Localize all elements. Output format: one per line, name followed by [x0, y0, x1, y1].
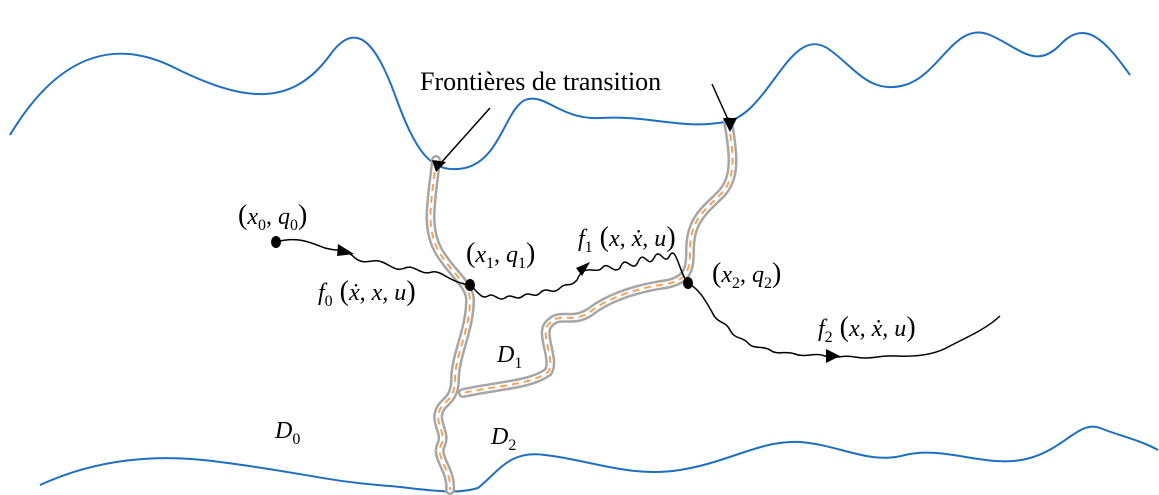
state-points: [271, 236, 693, 291]
transition-channels: [425, 117, 738, 495]
state-label-0: (x0, q0): [238, 200, 307, 234]
top-domain-boundary: [9, 31, 1131, 171]
title-pointers: [439, 83, 731, 165]
arrowhead-f2: [826, 349, 840, 363]
trajectory-segment-2: [687, 282, 1001, 359]
state-label-1: (x1, q1): [466, 238, 535, 272]
transition-channel-left: [425, 155, 476, 495]
pointer-line-right: [711, 83, 731, 125]
arrowhead-f0: [337, 244, 354, 256]
state-point-0: [271, 236, 281, 248]
domain-label-0: D0: [274, 418, 300, 448]
pointer-line-left: [439, 107, 491, 165]
state-point-2: [683, 277, 693, 289]
trajectory-arrows: [337, 118, 840, 363]
transition-channel-right-dash: [462, 121, 734, 394]
arrowhead-f1: [576, 262, 590, 276]
flow-label-1: f1 (x, ẋ, u): [578, 222, 676, 256]
domain-label-2: D2: [490, 424, 516, 454]
domain-label-1: D1: [496, 342, 522, 372]
arrowhead-pointer-left: [432, 160, 446, 172]
flow-label-0: f0 (ẋ, x, u): [318, 276, 416, 310]
trajectory: [275, 238, 1001, 359]
trajectory-segment-0: [275, 238, 471, 286]
state-label-2: (x2, q2): [712, 258, 781, 292]
arrowhead-pointer-right: [723, 118, 737, 132]
bottom-domain-boundary: [39, 425, 1159, 493]
transition-channel-left-dash: [429, 159, 472, 491]
trajectory-segment-1: [469, 252, 689, 300]
diagram-title: Frontières de transition: [420, 67, 661, 96]
state-point-1: [465, 279, 475, 291]
flow-label-2: f2 (x, ẋ, u): [818, 312, 916, 346]
